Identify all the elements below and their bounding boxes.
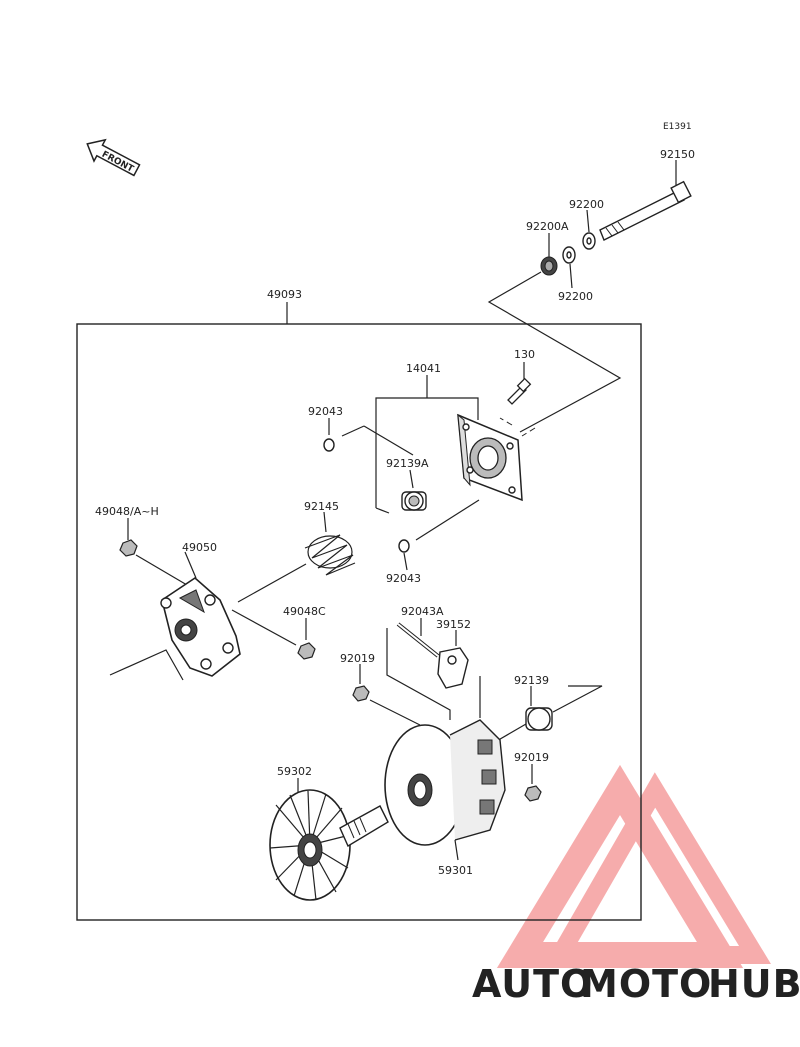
- front-arrow-icon: FRONT: [86, 138, 141, 177]
- nut-49048C: [297, 618, 316, 660]
- label-130: 130: [514, 348, 535, 361]
- sheave-59301: [384, 719, 506, 861]
- label-92200A: 92200A: [526, 220, 569, 233]
- bushing-92139: [494, 685, 603, 743]
- label-59301: 59301: [438, 864, 473, 877]
- label-92139: 92139: [514, 674, 549, 687]
- watermark-part1: AUTO: [472, 962, 593, 1006]
- collar-92200A: [540, 233, 558, 276]
- watermark-part3: HUB: [708, 962, 800, 1006]
- nut-92019-left: [352, 664, 421, 726]
- label-92043-mid: 92043: [386, 572, 421, 585]
- spring-92145: [304, 511, 356, 576]
- nut-49048: [119, 518, 188, 586]
- label-92043A: 92043A: [401, 605, 444, 618]
- label-14041: 14041: [406, 362, 441, 375]
- bolt-130: [507, 362, 532, 405]
- label-92019-right: 92019: [514, 751, 549, 764]
- pin-92043A: [396, 618, 440, 658]
- label-92145: 92145: [304, 500, 339, 513]
- weight-49050: [160, 551, 241, 677]
- label-92043-top: 92043: [308, 405, 343, 418]
- watermark-logo: [496, 764, 771, 968]
- label-49093: 49093: [267, 288, 302, 301]
- roller-39152: [437, 630, 469, 689]
- washer-92200-a: [582, 209, 596, 250]
- label-92019-left: 92019: [340, 652, 375, 665]
- watermark-brand: AUTO MOTO HUB: [472, 962, 800, 1006]
- label-59302: 59302: [277, 765, 312, 778]
- pin-92043-top: [323, 418, 414, 456]
- label-92200-top: 92200: [569, 198, 604, 211]
- pin-92043-mid: [398, 499, 480, 571]
- label-49048AH: 49048/A~H: [95, 505, 159, 518]
- bushing-92139A: [401, 469, 427, 511]
- bolt-92150: [599, 160, 692, 241]
- label-92200-bottom: 92200: [558, 290, 593, 303]
- washer-92200-b: [562, 246, 576, 289]
- part-labels: 92150 92200 92200A 92200 49093 130 14041…: [95, 148, 695, 877]
- nut-92019-right: [524, 764, 542, 802]
- label-39152: 39152: [436, 618, 471, 631]
- bracket-14041: [457, 413, 523, 502]
- label-92150: 92150: [660, 148, 695, 161]
- label-92139A: 92139A: [386, 457, 429, 470]
- watermark-part2: MOTO: [580, 962, 712, 1006]
- assembly-frame: [76, 323, 642, 921]
- sheave-59302: [269, 778, 389, 901]
- label-49048C: 49048C: [283, 605, 326, 618]
- diagram-code: E1391: [663, 122, 692, 132]
- label-49050: 49050: [182, 541, 217, 554]
